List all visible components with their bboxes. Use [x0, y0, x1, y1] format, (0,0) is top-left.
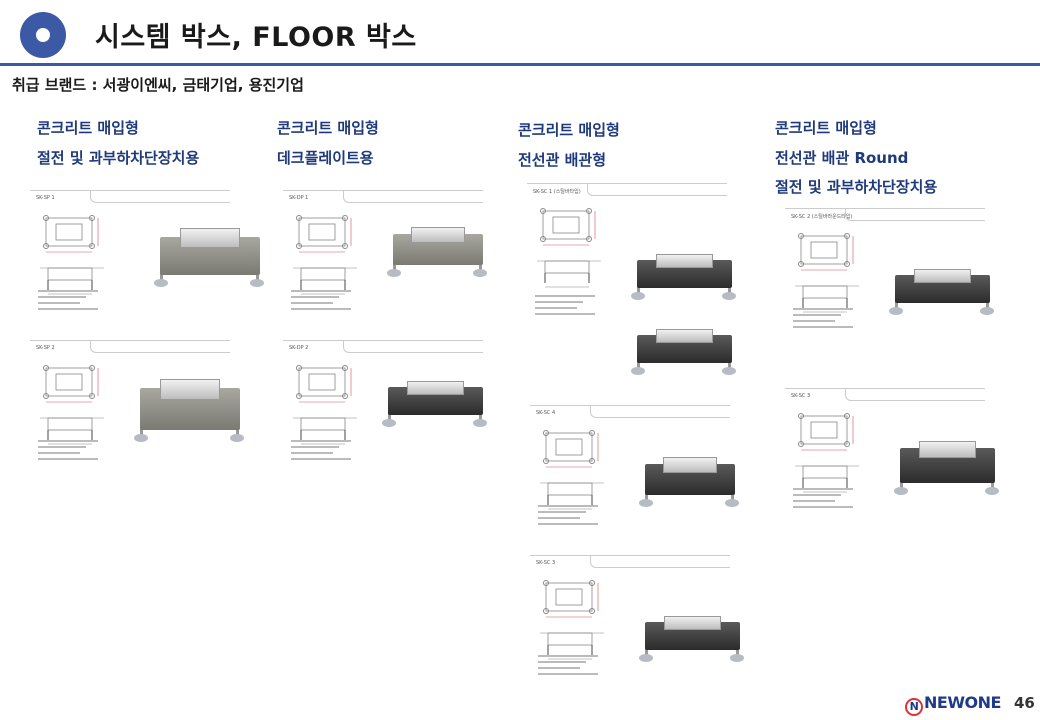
product-photo	[635, 450, 745, 515]
model-label: SK-DP 2	[289, 345, 309, 351]
heading-line: 데크플레이트용	[277, 148, 374, 167]
model-label: SK-DP 1	[289, 195, 309, 201]
spec-lines	[538, 655, 598, 679]
product-card: SK-SP 1	[30, 190, 264, 320]
spec-lines	[793, 488, 853, 512]
product-photo	[627, 323, 742, 383]
model-label: SK-SC 3	[791, 393, 811, 399]
model-tab: SK-SC 3	[785, 388, 985, 404]
logo-text: NEWONE	[924, 693, 1001, 712]
title-bullet-icon	[20, 12, 66, 58]
title-divider	[0, 63, 1040, 66]
column-heading-2: 콘크리트 매입형 데크플레이트용	[277, 114, 379, 173]
spec-lines	[793, 308, 853, 332]
product-card: SK-SC 1 (스틸바타입)	[527, 183, 737, 375]
model-tab: SK-SC 4	[530, 405, 730, 421]
product-photo	[627, 248, 742, 308]
product-photo	[383, 220, 493, 285]
product-card: SK-DP 2	[283, 340, 493, 470]
product-photo	[885, 263, 1000, 323]
product-photo	[890, 433, 1005, 503]
product-photo	[378, 375, 493, 435]
spec-lines	[538, 505, 598, 529]
technical-drawing	[40, 365, 104, 445]
spec-lines	[291, 440, 351, 464]
product-card: SK-SP 2	[30, 340, 244, 470]
product-card: SK-DP 1	[283, 190, 493, 320]
spec-lines	[38, 440, 98, 464]
model-tab: SK-DP 1	[283, 190, 483, 206]
model-label: SK-SC 3	[536, 560, 556, 566]
model-tab: SK-SP 2	[30, 340, 230, 356]
model-tab: SK-DP 2	[283, 340, 483, 356]
column-heading-3: 콘크리트 매입형 전선관 배관형	[518, 116, 620, 175]
column-heading-1: 콘크리트 매입형 절전 및 과부하차단장치용	[37, 114, 199, 173]
product-card: SK-SC 2 (스틸바라운드타입)	[785, 208, 995, 338]
model-label: SK-SP 1	[36, 195, 55, 201]
heading-line: 콘크리트 매입형	[518, 121, 620, 139]
brands-text: 취급 브랜드 : 서광이엔씨, 금태기업, 용진기업	[12, 76, 304, 94]
product-photo	[150, 220, 270, 295]
logo-mark-icon: N	[905, 698, 923, 716]
page-number: 46	[1014, 694, 1035, 712]
model-tab: SK-SC 1 (스틸바타입)	[527, 183, 727, 199]
model-label: SK-SC 1 (스틸바타입)	[533, 189, 581, 195]
technical-drawing	[537, 208, 601, 288]
spec-lines	[291, 290, 351, 314]
heading-line: 콘크리트 매입형	[37, 119, 139, 137]
product-photo	[130, 370, 250, 450]
model-label: SK-SC 2 (스틸바라운드타입)	[791, 214, 853, 220]
spec-lines	[38, 290, 98, 314]
technical-drawing	[795, 413, 859, 493]
page-title: 시스템 박스, FLOOR 박스	[95, 22, 417, 53]
heading-line: 전선관 배관형	[518, 150, 607, 169]
model-tab: SK-SC 3	[530, 555, 730, 571]
technical-drawing	[540, 430, 604, 510]
product-card: SK-SC 4	[530, 405, 740, 535]
technical-drawing	[795, 233, 859, 313]
technical-drawing	[293, 215, 357, 295]
heading-line: 전선관 배관 Round	[775, 148, 909, 167]
technical-drawing	[540, 580, 604, 660]
product-card: SK-SC 3	[785, 388, 999, 518]
technical-drawing	[40, 215, 104, 295]
technical-drawing	[293, 365, 357, 445]
product-card: SK-SC 3	[530, 555, 744, 685]
product-photo	[635, 610, 750, 670]
model-label: SK-SP 2	[36, 345, 55, 351]
heading-line: 절전 및 과부하차단장치용	[37, 148, 200, 167]
model-tab: SK-SC 2 (스틸바라운드타입)	[785, 208, 985, 224]
heading-line: 콘크리트 매입형	[277, 119, 379, 137]
model-label: SK-SC 4	[536, 410, 556, 416]
heading-line: 절전 및 과부하차단장치용	[775, 178, 938, 196]
column-heading-4: 콘크리트 매입형 전선관 배관 Round 절전 및 과부하차단장치용	[775, 114, 937, 203]
heading-line: 콘크리트 매입형	[775, 119, 877, 137]
spec-lines	[535, 295, 595, 319]
model-tab: SK-SP 1	[30, 190, 230, 206]
